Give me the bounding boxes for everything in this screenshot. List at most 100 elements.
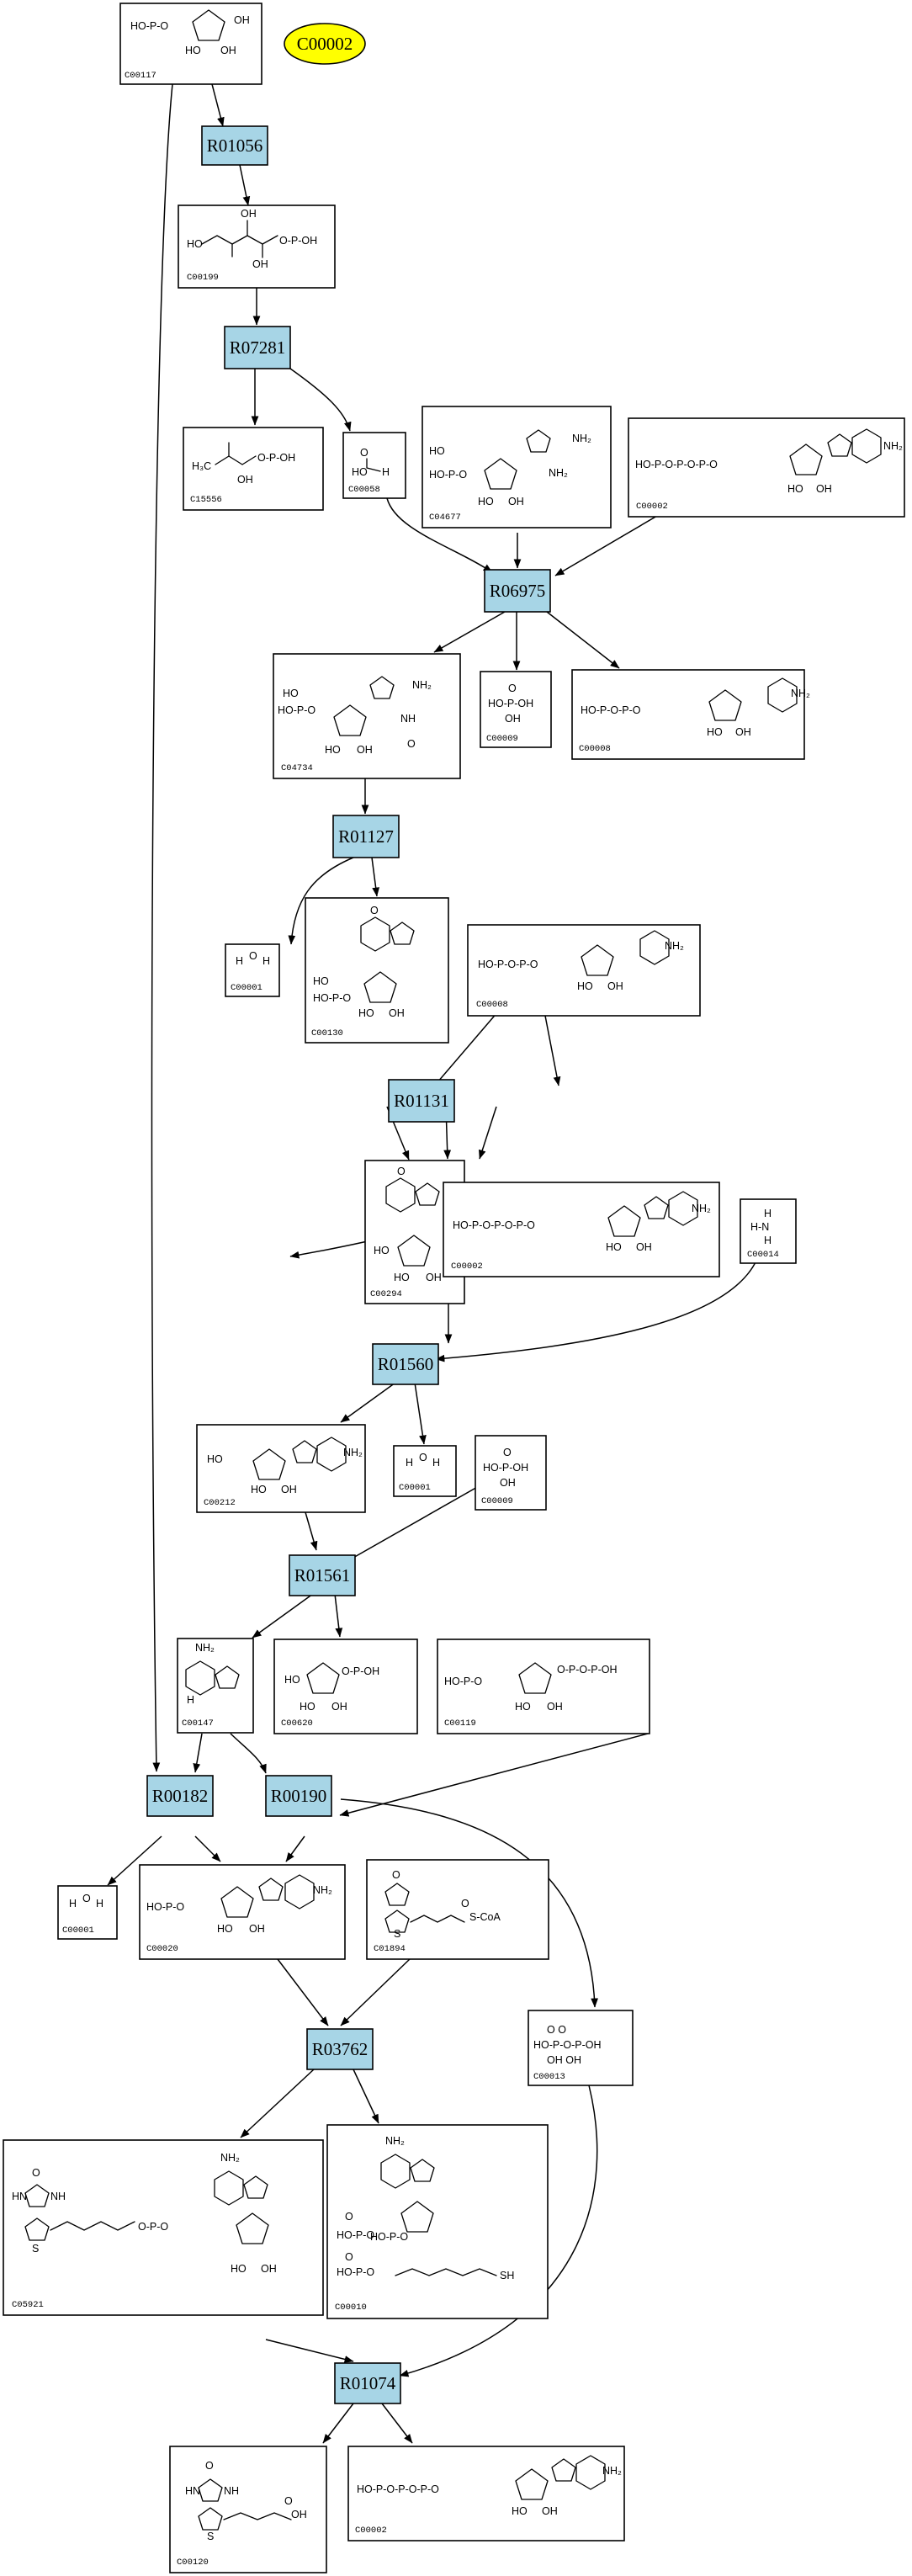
compound-C00199[interactable]: HO OH OH O-P-OH C00199 [178, 204, 336, 289]
svg-text:HO-P-O: HO-P-O [429, 469, 467, 481]
compound-C00002[interactable]: HO-P-O-P-O-P-O NH₂ HO OH C00002 [443, 1182, 720, 1277]
svg-text:O: O [461, 1898, 469, 1909]
compound-C00013[interactable]: O O HO-P-O-P-OH OH OH C00013 [528, 2010, 634, 2086]
svg-text:O-P-O-P-OH: O-P-O-P-OH [557, 1664, 618, 1676]
svg-text:H: H [382, 466, 390, 478]
compound-C05921[interactable]: O HN NH S O-P-O NH₂ HO OH C05921 [3, 2139, 324, 2316]
reaction-R01127[interactable]: R01127 [332, 815, 400, 858]
compound-C00058[interactable]: O HO H C00058 [342, 432, 406, 499]
svg-text:HO: HO [394, 1272, 410, 1283]
reaction-R07281[interactable]: R07281 [224, 326, 291, 369]
svg-text:HO: HO [231, 2263, 247, 2275]
svg-text:OH: OH [234, 14, 250, 26]
edge [479, 1106, 497, 1160]
svg-text:NH₂: NH₂ [791, 688, 810, 699]
svg-text:OH: OH [357, 744, 373, 756]
compound-C00130[interactable]: O HO HO-P-O HO OH C00130 [305, 897, 449, 1044]
svg-text:HO: HO [352, 466, 368, 478]
edge [240, 2069, 315, 2138]
compound-C00147[interactable]: NH₂ H C00147 [177, 1638, 254, 1734]
compound-C00008[interactable]: HO-P-O-P-O NH₂ HO OH C00008 [467, 924, 701, 1017]
compound-C00009[interactable]: O HO-P-OH OH C00009 [475, 1435, 547, 1511]
svg-text:HO: HO [512, 2505, 528, 2517]
svg-text:HO-P-O: HO-P-O [370, 2231, 408, 2243]
svg-text:C00147: C00147 [182, 1718, 214, 1729]
svg-text:O: O [370, 905, 379, 916]
svg-text:NH: NH [224, 2485, 239, 2497]
compound-C04677[interactable]: HO HO-P-O NH₂ NH₂ HO OH C04677 [422, 406, 612, 528]
svg-text:R01561: R01561 [294, 1565, 351, 1585]
compound-C00009[interactable]: O HO-P-OH OH C00009 [480, 671, 552, 748]
svg-text:C00130: C00130 [311, 1028, 343, 1038]
svg-text:C00001: C00001 [62, 1925, 94, 1936]
reaction-R01560[interactable]: R01560 [372, 1343, 439, 1385]
reaction-R00182[interactable]: R00182 [146, 1775, 214, 1817]
svg-text:HO: HO [251, 1484, 267, 1495]
svg-text:HO-P-OH: HO-P-OH [488, 698, 533, 709]
reaction-R00190[interactable]: R00190 [265, 1775, 332, 1817]
reaction-R01056[interactable]: R01056 [201, 125, 268, 166]
compound-C00119[interactable]: HO-P-O O-P-O-P-OH HO OH C00119 [437, 1639, 650, 1734]
compound-C00212[interactable]: HO NH₂ HO OH C00212 [196, 1424, 366, 1513]
svg-text:C00002: C00002 [297, 34, 353, 54]
svg-text:HN: HN [12, 2191, 27, 2202]
svg-text:OH: OH [241, 208, 257, 220]
svg-text:HO-P-O: HO-P-O [130, 20, 168, 32]
compound-C00020[interactable]: HO-P-O NH₂ HO OH C00020 [139, 1864, 346, 1960]
svg-text:NH₂: NH₂ [572, 433, 591, 444]
svg-text:O: O [508, 683, 517, 694]
compound-C00002[interactable]: HO-P-O-P-O-P-O NH₂ HO OH C00002 [628, 417, 905, 518]
compound-C00008[interactable]: HO-P-O-P-O NH₂ HO OH C00008 [571, 669, 810, 760]
svg-text:S: S [32, 2243, 39, 2255]
edge [353, 2069, 379, 2124]
svg-text:C00119: C00119 [444, 1718, 476, 1729]
reaction-R01561[interactable]: R01561 [289, 1554, 356, 1596]
svg-text:OH: OH [249, 1923, 265, 1935]
svg-text:C00002: C00002 [636, 502, 668, 512]
compound-C00014[interactable]: H H-N H C00014 [740, 1198, 797, 1264]
svg-text:R06975: R06975 [490, 581, 546, 601]
svg-text:HO-P-O: HO-P-O [337, 2229, 374, 2241]
edge [371, 857, 380, 897]
edge [151, 83, 173, 1772]
svg-text:NH₂: NH₂ [602, 2465, 622, 2477]
compound-C00001[interactable]: H O H C00001 [393, 1445, 457, 1497]
compound-C00117[interactable]: HO-P-O OH HO OH C00117 [119, 3, 262, 85]
compound-C01894[interactable]: O S S-CoA O C01894 [366, 1859, 549, 1960]
edge [334, 1593, 343, 1638]
svg-text:H: H [764, 1235, 771, 1246]
svg-text:OH: OH [816, 483, 832, 495]
reaction-R01074[interactable]: R01074 [334, 2362, 401, 2404]
edge [340, 1957, 411, 2026]
compound-C15556[interactable]: H₃C OH O-P-OH C15556 [183, 427, 324, 511]
compound-C00001[interactable]: H O H C00001 [57, 1885, 118, 1940]
edge [386, 497, 493, 573]
svg-text:R01127: R01127 [338, 826, 394, 847]
compound-C00620[interactable]: HO O-P-OH HO OH C00620 [273, 1639, 418, 1734]
edge [381, 2403, 413, 2444]
svg-text:C04734: C04734 [281, 763, 313, 773]
svg-text:HO-P-O: HO-P-O [444, 1676, 482, 1687]
compound-C00010[interactable]: NH₂ O HO-P-O HO-P-O O HO-P-O SH C00010 [326, 2124, 549, 2319]
highlight-compound-C00002[interactable]: C00002 [284, 23, 366, 65]
edge [252, 1593, 314, 1639]
compound-C00120[interactable]: O HN NH S OH O C00120 [169, 2446, 327, 2573]
reaction-R06975[interactable]: R06975 [484, 569, 551, 613]
compound-C04734[interactable]: HO HO-P-O NH₂ NH O HO OH C04734 [273, 653, 461, 779]
compound-C00001[interactable]: H O H C00001 [225, 943, 280, 997]
svg-text:R00182: R00182 [152, 1786, 209, 1806]
compound-C00294[interactable]: O HO HO OH C00294 [364, 1160, 465, 1304]
reaction-R03762[interactable]: R03762 [306, 2028, 374, 2070]
svg-text:OH: OH [281, 1484, 297, 1495]
svg-text:HO: HO [325, 744, 341, 756]
svg-text:C00117: C00117 [125, 71, 156, 81]
compound-C00002[interactable]: HO-P-O-P-O-P-O NH₂ HO OH C00002 [347, 2446, 625, 2541]
reaction-R01131[interactable]: R01131 [388, 1079, 455, 1123]
svg-text:R01560: R01560 [378, 1354, 434, 1374]
svg-text:R00190: R00190 [271, 1786, 327, 1806]
svg-text:OH: OH [220, 45, 236, 56]
svg-text:H: H [262, 955, 270, 967]
svg-text:C01894: C01894 [374, 1944, 406, 1954]
svg-text:OH: OH [542, 2505, 558, 2517]
edge [414, 1382, 427, 1445]
